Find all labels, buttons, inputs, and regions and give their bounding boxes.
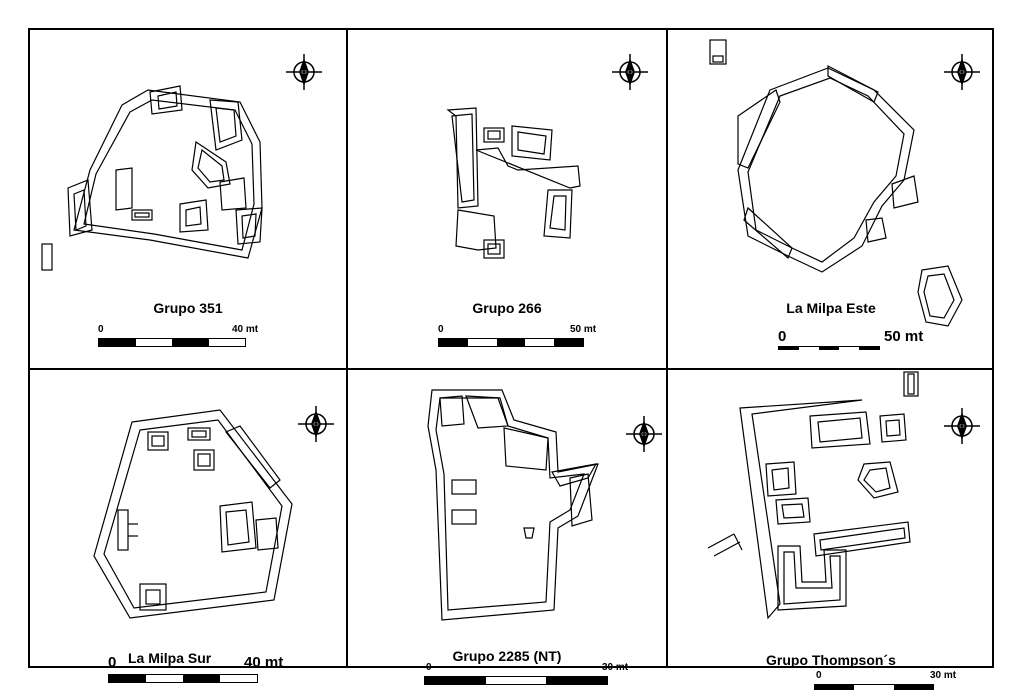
scale-start-label: 0 xyxy=(426,662,432,673)
site-plan-la-milpa-sur xyxy=(93,409,293,619)
scale-start-label: 0 xyxy=(816,670,822,681)
scale-bar xyxy=(98,338,246,347)
panel-la-milpa-este: La Milpa Este 0 50 mt xyxy=(668,30,988,350)
grid-divider-vertical-1 xyxy=(346,30,348,666)
panel-title: Grupo 351 xyxy=(153,300,223,316)
north-arrow-icon xyxy=(286,54,322,90)
north-arrow-icon xyxy=(944,54,980,90)
panel-title: Grupo Thompson´s xyxy=(766,652,896,668)
site-plan-grupo-351 xyxy=(41,85,263,271)
grid-divider-horizontal xyxy=(30,368,992,370)
scale-end-label: 30 mt xyxy=(602,662,629,673)
panel-la-milpa-sur: 0 La Milpa Sur 40 mt xyxy=(30,370,350,690)
panel-title: Grupo 266 xyxy=(472,300,542,316)
scale-start-label: 0 xyxy=(98,324,104,335)
north-arrow-icon xyxy=(626,416,662,452)
scale-end-label: 40 mt xyxy=(232,324,259,335)
panel-grupo-266: Grupo 266 0 50 mt xyxy=(348,30,668,350)
figure-grid: Grupo 351 0 40 mt Grupo 266 0 xyxy=(28,28,994,690)
scale-start-label: 0 xyxy=(438,324,444,335)
scale-bar xyxy=(814,684,934,690)
north-arrow-icon xyxy=(298,406,334,442)
panel-title: La Milpa Sur xyxy=(128,650,212,666)
scale-bar xyxy=(424,676,608,685)
scale-end-label: 50 mt xyxy=(570,324,597,335)
site-plan-la-milpa-este xyxy=(709,39,963,327)
scale-end-label: 50 mt xyxy=(884,328,924,345)
north-arrow-icon xyxy=(612,54,648,90)
site-plan-grupo-thompsons xyxy=(707,371,919,620)
panel-grupo-351: Grupo 351 0 40 mt xyxy=(30,30,350,350)
scale-start-label: 0 xyxy=(778,328,787,345)
north-arrow-icon xyxy=(944,408,980,444)
panel-grupo-thompsons: Grupo Thompson´s 0 30 mt xyxy=(668,370,988,690)
panel-title: La Milpa Este xyxy=(786,300,876,316)
site-plan-grupo-266 xyxy=(446,107,581,259)
scale-end-label: 40 mt xyxy=(244,654,284,671)
scale-bar xyxy=(438,338,584,347)
panel-grupo-2285: Grupo 2285 (NT) 0 30 mt xyxy=(348,370,668,690)
scale-end-label: 30 mt xyxy=(930,670,957,681)
grid-divider-vertical-2 xyxy=(666,30,668,666)
scale-start-label: 0 xyxy=(108,654,117,671)
panel-title: Grupo 2285 (NT) xyxy=(452,648,562,664)
site-plan-grupo-2285 xyxy=(427,389,599,621)
scale-bar xyxy=(778,346,880,350)
scale-bar xyxy=(108,674,258,683)
